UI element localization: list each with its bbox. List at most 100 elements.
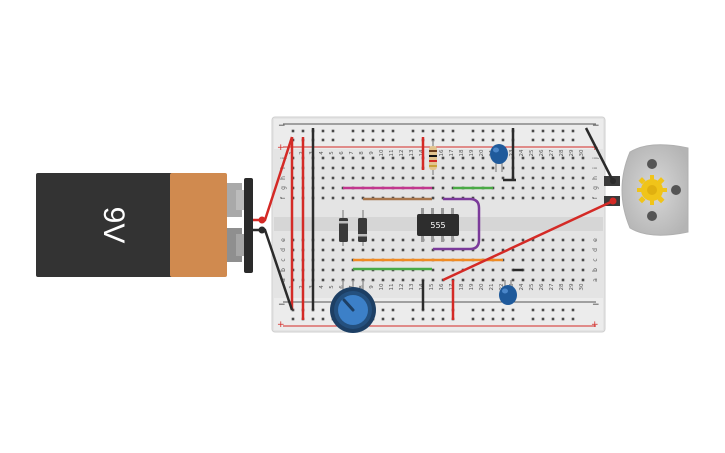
breadboard-hole[interactable] <box>531 238 535 242</box>
breadboard-hole[interactable] <box>581 156 585 160</box>
breadboard-hole[interactable] <box>321 176 325 180</box>
breadboard-hole[interactable] <box>571 156 575 160</box>
breadboard-hole[interactable] <box>451 176 455 180</box>
breadboard-hole[interactable] <box>341 166 345 170</box>
breadboard-hole[interactable] <box>471 196 475 200</box>
breadboard-hole[interactable] <box>331 186 335 190</box>
breadboard-hole[interactable] <box>471 268 475 272</box>
breadboard-hole[interactable] <box>511 258 515 262</box>
ceramic-capacitor-top[interactable] <box>490 144 508 172</box>
breadboard-hole[interactable] <box>541 248 545 252</box>
breadboard-hole[interactable] <box>411 129 415 133</box>
breadboard-hole[interactable] <box>321 138 325 142</box>
breadboard-hole[interactable] <box>491 317 495 321</box>
breadboard-hole[interactable] <box>501 238 505 242</box>
breadboard-hole[interactable] <box>381 317 385 321</box>
breadboard-hole[interactable] <box>321 317 325 321</box>
breadboard-hole[interactable] <box>331 258 335 262</box>
breadboard-hole[interactable] <box>501 317 505 321</box>
breadboard-hole[interactable] <box>561 196 565 200</box>
breadboard-hole[interactable] <box>571 129 575 133</box>
breadboard-hole[interactable] <box>381 156 385 160</box>
breadboard-hole[interactable] <box>501 176 505 180</box>
breadboard-hole[interactable] <box>481 166 485 170</box>
breadboard-hole[interactable] <box>561 268 565 272</box>
breadboard-hole[interactable] <box>541 258 545 262</box>
breadboard-hole[interactable] <box>571 278 575 282</box>
breadboard-hole[interactable] <box>531 156 535 160</box>
breadboard-hole[interactable] <box>361 129 365 133</box>
breadboard-hole[interactable] <box>441 308 445 312</box>
breadboard-hole[interactable] <box>361 138 365 142</box>
breadboard-hole[interactable] <box>391 248 395 252</box>
breadboard-hole[interactable] <box>531 268 535 272</box>
breadboard-hole[interactable] <box>471 176 475 180</box>
breadboard-hole[interactable] <box>331 268 335 272</box>
breadboard-hole[interactable] <box>431 129 435 133</box>
breadboard-hole[interactable] <box>541 268 545 272</box>
breadboard-hole[interactable] <box>551 317 555 321</box>
breadboard-hole[interactable] <box>331 138 335 142</box>
breadboard-hole[interactable] <box>431 186 435 190</box>
breadboard-hole[interactable] <box>341 268 345 272</box>
breadboard-hole[interactable] <box>361 166 365 170</box>
diode-2[interactable] <box>358 210 367 246</box>
breadboard-hole[interactable] <box>571 268 575 272</box>
breadboard-hole[interactable] <box>351 129 355 133</box>
breadboard-hole[interactable] <box>501 308 505 312</box>
breadboard-hole[interactable] <box>531 258 535 262</box>
breadboard-hole[interactable] <box>531 317 535 321</box>
breadboard-hole[interactable] <box>351 166 355 170</box>
breadboard-hole[interactable] <box>471 308 475 312</box>
breadboard-hole[interactable] <box>411 138 415 142</box>
breadboard-hole[interactable] <box>501 129 505 133</box>
breadboard-hole[interactable] <box>501 138 505 142</box>
breadboard-hole[interactable] <box>431 268 435 272</box>
breadboard-hole[interactable] <box>451 166 455 170</box>
breadboard-hole[interactable] <box>491 248 495 252</box>
breadboard-hole[interactable] <box>521 238 525 242</box>
breadboard-hole[interactable] <box>341 176 345 180</box>
breadboard-hole[interactable] <box>391 278 395 282</box>
breadboard-hole[interactable] <box>501 268 505 272</box>
breadboard-hole[interactable] <box>511 248 515 252</box>
breadboard-hole[interactable] <box>321 196 325 200</box>
breadboard-hole[interactable] <box>341 258 345 262</box>
breadboard-hole[interactable] <box>511 196 515 200</box>
breadboard-hole[interactable] <box>361 176 365 180</box>
breadboard-hole[interactable] <box>441 268 445 272</box>
breadboard-hole[interactable] <box>321 238 325 242</box>
breadboard-hole[interactable] <box>351 238 355 242</box>
breadboard-hole[interactable] <box>411 176 415 180</box>
breadboard-hole[interactable] <box>521 166 525 170</box>
breadboard-hole[interactable] <box>421 129 425 133</box>
breadboard-hole[interactable] <box>551 129 555 133</box>
breadboard-hole[interactable] <box>521 248 525 252</box>
breadboard-hole[interactable] <box>411 278 415 282</box>
breadboard-hole[interactable] <box>351 156 355 160</box>
breadboard-hole[interactable] <box>551 238 555 242</box>
breadboard-hole[interactable] <box>491 138 495 142</box>
breadboard-hole[interactable] <box>581 166 585 170</box>
breadboard-hole[interactable] <box>501 278 505 282</box>
breadboard-hole[interactable] <box>541 308 545 312</box>
ceramic-capacitor-bottom[interactable] <box>499 280 517 305</box>
breadboard-hole[interactable] <box>521 156 525 160</box>
breadboard-hole[interactable] <box>381 248 385 252</box>
breadboard-hole[interactable] <box>471 278 475 282</box>
breadboard-hole[interactable] <box>461 156 465 160</box>
breadboard-hole[interactable] <box>341 196 345 200</box>
breadboard-hole[interactable] <box>471 238 475 242</box>
breadboard-hole[interactable] <box>411 166 415 170</box>
breadboard-hole[interactable] <box>491 308 495 312</box>
breadboard-hole[interactable] <box>581 268 585 272</box>
breadboard-hole[interactable] <box>381 138 385 142</box>
breadboard-hole[interactable] <box>561 156 565 160</box>
ic-555-chip[interactable]: 555 <box>417 208 459 242</box>
breadboard-hole[interactable] <box>441 186 445 190</box>
breadboard-hole[interactable] <box>481 238 485 242</box>
breadboard-hole[interactable] <box>391 156 395 160</box>
breadboard-hole[interactable] <box>561 248 565 252</box>
breadboard-hole[interactable] <box>351 176 355 180</box>
breadboard-hole[interactable] <box>531 308 535 312</box>
